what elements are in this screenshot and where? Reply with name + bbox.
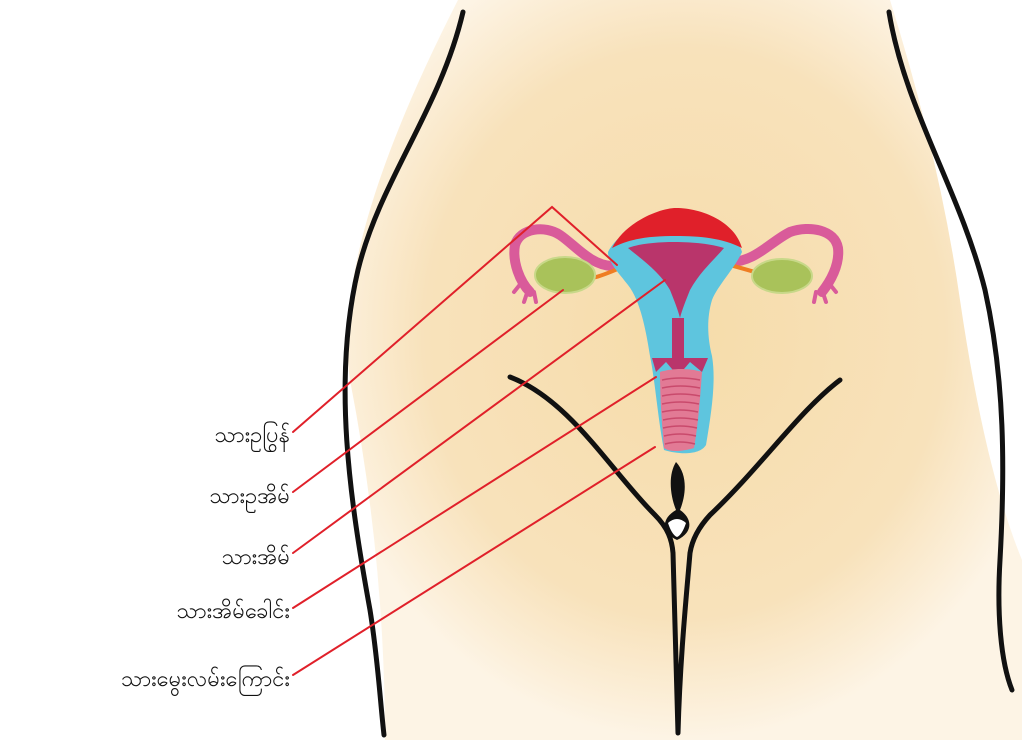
label-fallopian-tube: သားဥပြွန် — [214, 421, 290, 451]
cervical-canal — [672, 318, 684, 358]
label-ovary: သားဥအိမ် — [209, 482, 290, 512]
ovary-left — [535, 257, 595, 293]
label-vagina: သားမွေးလမ်းကြောင်း — [121, 665, 290, 695]
label-cervix: သားအိမ်ခေါင်း — [176, 597, 290, 627]
ovary-right — [752, 259, 812, 293]
label-uterus: သားအိမ် — [221, 543, 290, 573]
